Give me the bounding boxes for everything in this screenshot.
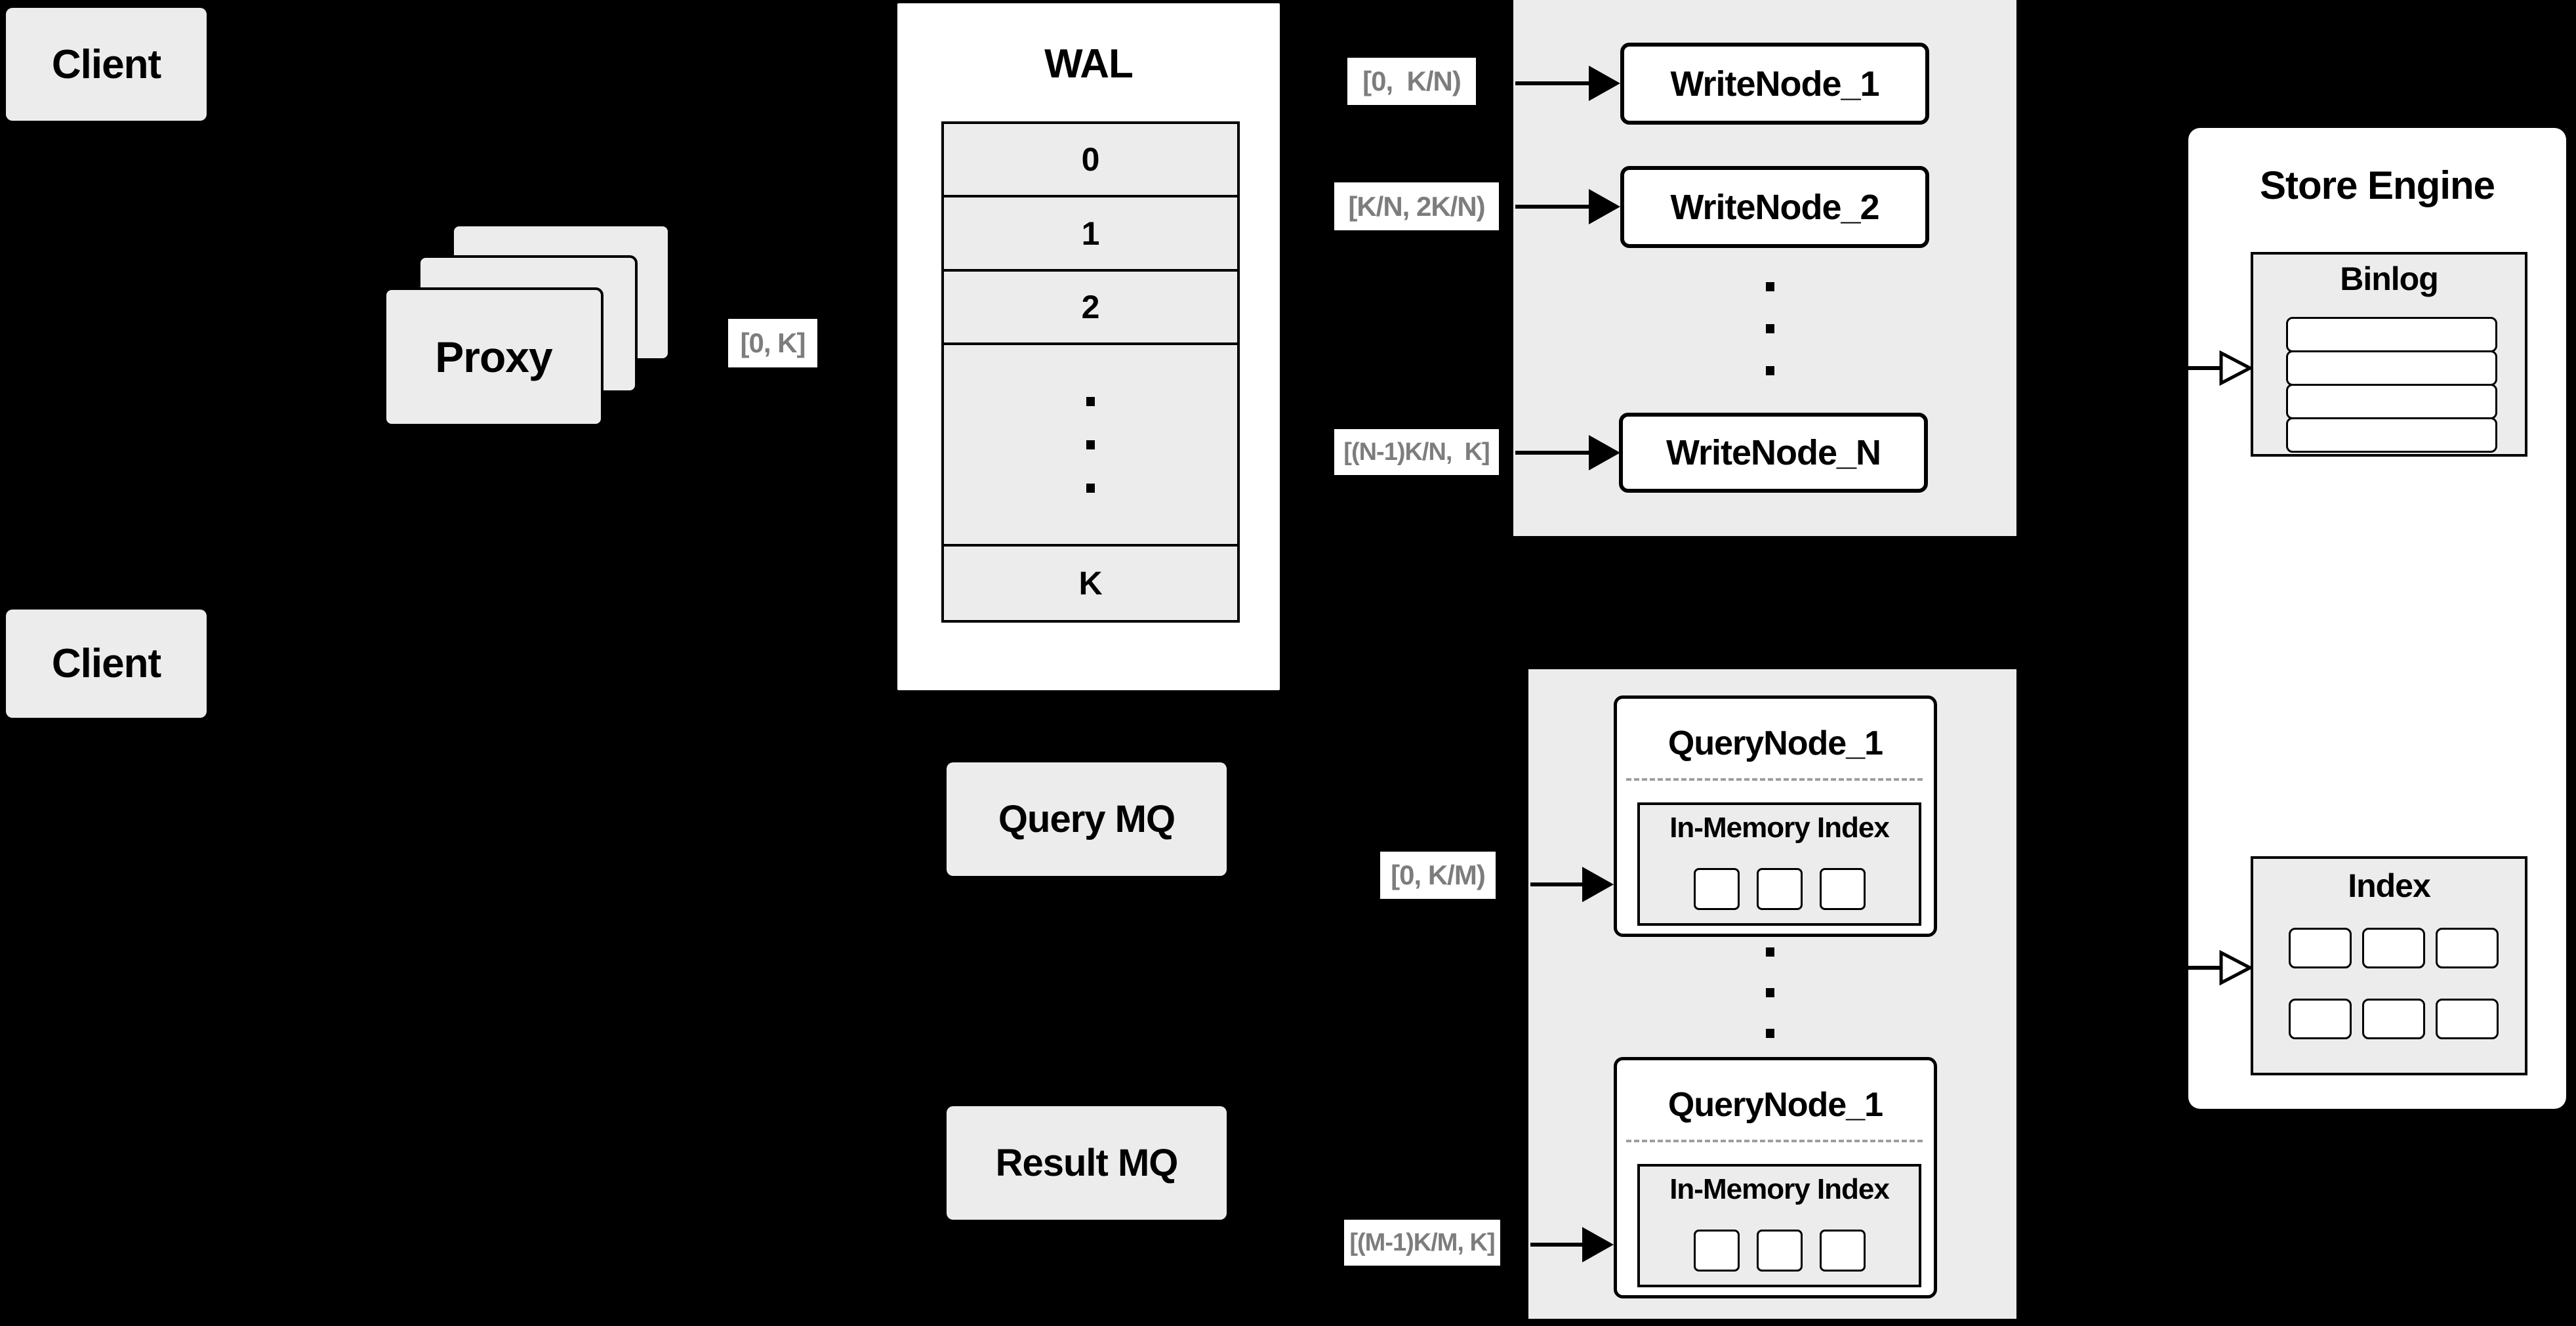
arrow-to-querynode-top [1530,882,1584,886]
wal-ellipsis-row [944,345,1237,547]
index-cell [2362,999,2425,1039]
segment-cell [1756,1230,1803,1272]
wal-row: K [944,547,1237,620]
range-label-write1: [0, K/N) [1347,58,1476,105]
index-cell [2289,928,2352,968]
client-top-box: Client [6,8,207,121]
binlog-segment [2286,384,2497,419]
client-top-label: Client [51,41,161,87]
in-memory-index-top-title: In-Memory Index [1669,812,1890,844]
segment-cell [1756,868,1803,910]
wal-row: 0 [944,124,1237,197]
query-mq-box: Query MQ [947,762,1227,876]
result-mq-box: Result MQ [947,1106,1227,1220]
wal-row: 2 [944,272,1237,345]
write-nodes-ellipsis [1766,282,1774,375]
write-node-1: WriteNode_1 [1620,43,1929,125]
write-node-2: WriteNode_2 [1620,166,1929,248]
wal-title: WAL [1044,41,1134,87]
range-label-writeN: [(N-1)K/N, K] [1334,429,1499,475]
query-node-bottom: QueryNode_1 In-Memory Index [1614,1057,1937,1298]
vertical-dots [1086,440,1095,449]
vertical-dots [1086,396,1095,406]
store-engine-title: Store Engine [2259,163,2495,207]
client-bottom-label: Client [51,641,161,686]
vertical-dots [1766,1029,1774,1038]
vertical-dots [1766,282,1774,291]
range-label-proxy-wal: [0, K] [728,319,817,367]
index-cell [2436,928,2499,968]
in-memory-index-bottom: In-Memory Index [1637,1164,1921,1287]
in-memory-index-top: In-Memory Index [1637,802,1921,926]
query-node-top: QueryNode_1 In-Memory Index [1614,695,1937,937]
hollow-arrow-binlog [2165,350,2254,386]
index-box: Index [2251,856,2527,1075]
index-cell [2362,928,2425,968]
arrow-to-writenodeN [1515,451,1590,455]
vertical-dots [1086,483,1095,493]
query-nodes-ellipsis [1766,947,1774,1038]
range-label-queryM: [(M-1)K/M, K] [1344,1220,1500,1266]
binlog-segment [2286,317,2497,352]
write-node-n: WriteNode_N [1619,413,1928,493]
index-cell [2436,999,2499,1039]
arrowhead-writenodeN [1589,435,1620,470]
vertical-dots [1766,366,1774,375]
segment-cell [1819,868,1866,910]
arrow-to-writenode1 [1515,81,1590,85]
arrowhead-querynode-bottom [1582,1227,1614,1262]
binlog-segment [2286,417,2497,453]
binlog-box: Binlog [2251,252,2527,457]
arrowhead-writenode2 [1589,189,1620,224]
proxy-card-front: Proxy [384,287,603,426]
vertical-dots [1766,988,1774,997]
index-title: Index [2348,867,2431,904]
wal-row: 1 [944,197,1237,272]
query-node-top-title: QueryNode_1 [1667,724,1883,762]
query-node-bottom-title: QueryNode_1 [1667,1086,1883,1124]
arrow-to-writenode2 [1515,205,1590,209]
client-bottom-box: Client [6,610,207,718]
wal-table: 0 1 2 K [941,121,1240,623]
hollow-arrow-index [2165,949,2254,986]
segment-cell [1693,1230,1740,1272]
segment-cell [1819,1230,1866,1272]
index-cell [2289,999,2352,1039]
binlog-segment [2286,350,2497,386]
binlog-title: Binlog [2340,260,2439,297]
in-memory-index-bottom-title: In-Memory Index [1669,1173,1890,1205]
arrowhead-querynode-top [1582,867,1614,902]
vertical-dots [1766,947,1774,957]
segment-cell [1693,868,1740,910]
arrow-to-querynode-bottom [1530,1243,1584,1247]
vertical-dots [1766,324,1774,333]
query-node-bottom-divider [1626,1140,1923,1142]
range-label-query1: [0, K/M) [1380,852,1496,899]
range-label-write2: [K/N, 2K/N) [1334,182,1499,230]
query-node-top-divider [1626,778,1923,781]
proxy-label: Proxy [435,333,552,381]
arrowhead-writenode1 [1589,66,1620,101]
